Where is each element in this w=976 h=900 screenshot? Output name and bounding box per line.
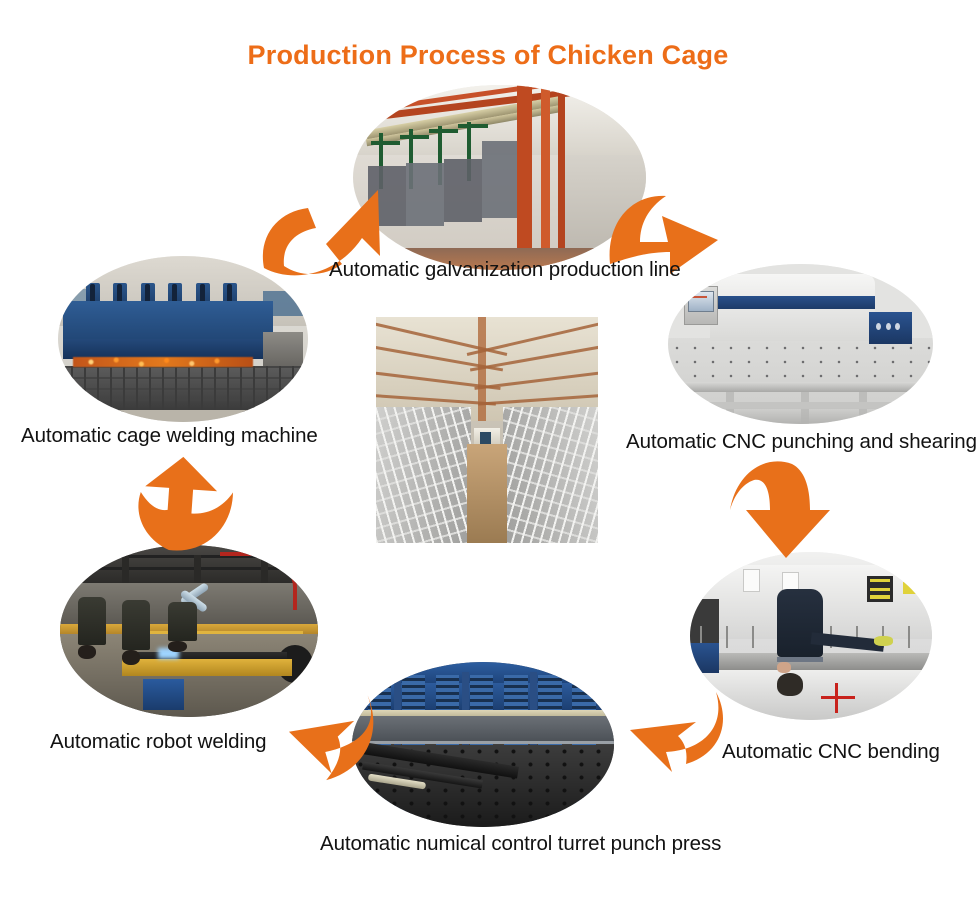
worker-head xyxy=(121,650,141,666)
red-handle xyxy=(820,696,855,700)
worker-head xyxy=(168,640,187,653)
operator-torso xyxy=(777,588,824,658)
poultry-house-scene xyxy=(376,317,598,543)
cage-welding-scene xyxy=(58,256,308,422)
machine-base xyxy=(699,669,932,720)
table-crossbar xyxy=(705,401,896,409)
hanger-bar-1 xyxy=(370,140,400,145)
cream-band xyxy=(352,709,614,719)
shop-floor xyxy=(58,410,308,422)
arrow-turret-to-robot xyxy=(266,694,384,786)
hanger-hook-4 xyxy=(467,122,472,182)
cnc-bending-scene xyxy=(690,552,932,720)
machine-apron xyxy=(352,716,614,743)
table-edge xyxy=(668,382,933,392)
wire-rack-3 xyxy=(443,159,482,222)
indicator-strip xyxy=(902,582,923,594)
blue-control-box xyxy=(869,312,912,344)
image-galvanization-line xyxy=(353,85,646,270)
yellow-worktable xyxy=(121,658,293,676)
roof-truss-1 xyxy=(60,555,318,559)
weld-arc-glow xyxy=(158,648,179,659)
work-glove xyxy=(873,636,894,647)
image-cage-welding-machine xyxy=(58,256,308,422)
hmi-screen xyxy=(687,291,715,312)
arrow-to-galvanization xyxy=(256,182,386,280)
steel-column-1 xyxy=(517,85,533,270)
control-box xyxy=(866,575,894,603)
hanger-hook-1 xyxy=(379,133,384,189)
bed-edge xyxy=(352,741,614,745)
cage-row-right xyxy=(502,407,598,543)
robot-welding-scene xyxy=(60,545,318,717)
work-fixture xyxy=(127,651,288,662)
arrow-galvanization-to-punching xyxy=(604,186,724,276)
caption-robot-welding: Automatic robot welding xyxy=(50,730,267,753)
roof-truss-2 xyxy=(60,567,318,571)
red-cable xyxy=(219,551,298,611)
machine-frame-lower xyxy=(63,339,273,359)
punching-worktable xyxy=(668,340,933,386)
caption-turret-punch: Automatic numical control turret punch p… xyxy=(320,832,722,855)
hanger-bar-3 xyxy=(429,129,459,134)
image-robot-welding xyxy=(60,545,318,717)
wire-rack-2 xyxy=(405,162,444,226)
hanger-bar-4 xyxy=(458,123,488,128)
blue-stripe xyxy=(710,296,875,309)
worker-2 xyxy=(121,600,151,693)
steel-column-2 xyxy=(540,85,550,270)
turret-punch-scene xyxy=(352,662,614,827)
arrow-robot-to-cage-welding xyxy=(128,455,240,555)
posted-note-1 xyxy=(743,568,761,593)
caption-cnc-bending: Automatic CNC bending xyxy=(722,740,940,763)
hanger-bar-2 xyxy=(399,134,430,139)
distant-worker xyxy=(480,432,492,446)
welding-sparks xyxy=(73,357,253,368)
blue-machine-base xyxy=(142,679,184,711)
cage-row-left xyxy=(376,407,472,543)
image-turret-punch-press xyxy=(352,662,614,827)
caption-galvanization: Automatic galvanization production line xyxy=(329,258,681,281)
arrow-punching-to-bending xyxy=(726,458,836,560)
caption-cnc-punching: Automatic CNC punching and shearing xyxy=(626,430,976,453)
operator xyxy=(777,588,824,720)
worker-body xyxy=(121,600,151,651)
worker-body xyxy=(78,596,107,645)
center-aisle xyxy=(467,443,507,543)
caption-cage-welding: Automatic cage welding machine xyxy=(21,424,318,447)
worker-1 xyxy=(78,596,107,686)
image-cnc-punching-shearing xyxy=(668,264,933,424)
page-title: Production Process of Chicken Cage xyxy=(247,40,729,70)
operator-face xyxy=(777,661,791,674)
uniform-stripe xyxy=(777,657,824,662)
wire-rack-4 xyxy=(481,140,518,219)
arrow-bending-to-turret xyxy=(608,688,732,782)
hanger-hook-2 xyxy=(408,129,413,189)
floor-shadow xyxy=(668,408,933,424)
steel-column-3 xyxy=(558,85,566,270)
galvanization-scene xyxy=(353,85,646,270)
image-poultry-house-interior xyxy=(376,317,598,543)
hanger-hook-3 xyxy=(437,125,442,185)
image-cnc-bending xyxy=(690,552,932,720)
shop-floor xyxy=(60,634,318,717)
plant-floor xyxy=(353,247,646,270)
cnc-punching-scene xyxy=(668,264,933,424)
blue-parts-cart xyxy=(690,642,720,673)
wire-mesh-panel xyxy=(58,365,308,413)
worker-body xyxy=(168,601,197,641)
operator-head xyxy=(777,673,803,696)
worker-3 xyxy=(168,601,197,674)
worker-head xyxy=(78,644,97,660)
